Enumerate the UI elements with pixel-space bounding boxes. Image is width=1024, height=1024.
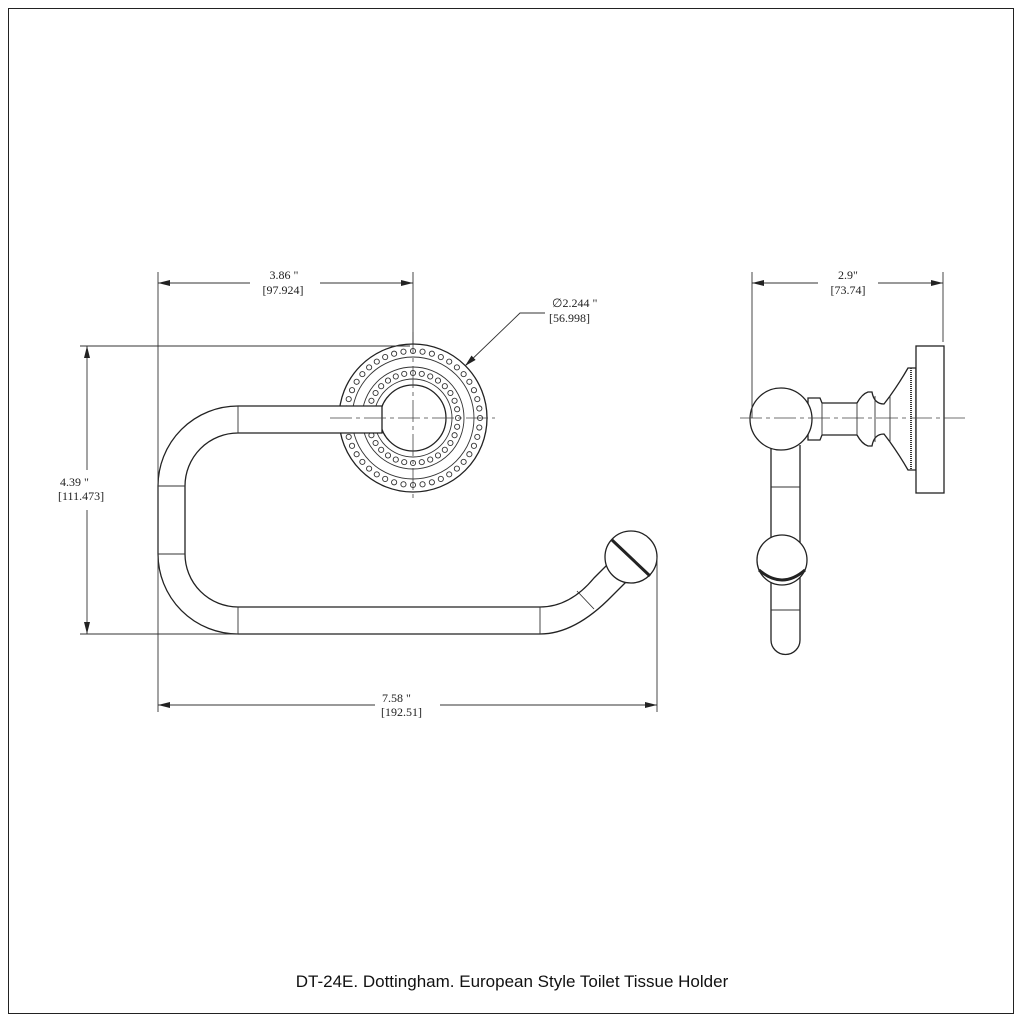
rosette-bead bbox=[434, 377, 442, 384]
rosette-bead bbox=[384, 377, 392, 384]
rosette-bead bbox=[446, 358, 453, 365]
dim-projection-in: 2.9" bbox=[838, 268, 858, 282]
rosette-bead bbox=[447, 439, 454, 447]
rosette-bead bbox=[418, 459, 425, 466]
rosette-bead bbox=[470, 442, 477, 449]
side-knob bbox=[756, 534, 808, 586]
dim-width-to-center-in: 3.86 " bbox=[270, 268, 299, 282]
dim-width-to-center-mm: [97.924] bbox=[263, 283, 304, 297]
dimensions: 3.86 " [97.924] ∅2.244 " [56.998] 4.39 "… bbox=[58, 268, 944, 719]
drawing-caption: DT-24E. Dottingham. European Style Toile… bbox=[295, 972, 729, 991]
rosette-bead bbox=[466, 378, 473, 385]
rosette-bead bbox=[349, 387, 356, 394]
rosette-bead bbox=[460, 458, 467, 465]
rosette-bead bbox=[447, 389, 454, 397]
rosette-bead bbox=[454, 423, 461, 430]
dim-height-in: 4.39 " bbox=[60, 475, 89, 489]
rosette-bead bbox=[441, 383, 448, 390]
rosette-bead bbox=[401, 459, 408, 466]
rosette-bead bbox=[446, 471, 453, 478]
rosette-bead bbox=[345, 396, 352, 403]
rosette-bead bbox=[460, 371, 467, 378]
rosette-bead bbox=[378, 446, 385, 453]
rosette-bead bbox=[378, 383, 385, 390]
rosette-bead bbox=[419, 481, 426, 488]
rosette-bead bbox=[353, 451, 360, 458]
rosette-bead bbox=[345, 433, 352, 440]
drawing-border bbox=[8, 8, 1014, 1014]
rosette-bead bbox=[391, 479, 398, 486]
side-ball bbox=[749, 387, 813, 451]
rosette-bead bbox=[428, 350, 435, 357]
rosette-bead bbox=[466, 451, 473, 458]
rosette-bead bbox=[366, 364, 373, 371]
dim-height-mm: [111.473] bbox=[58, 489, 104, 503]
rosette-bead bbox=[428, 479, 435, 486]
rosette-bead bbox=[427, 456, 434, 463]
rosette-bead bbox=[437, 475, 444, 482]
rosette-bead bbox=[359, 371, 366, 378]
front-view bbox=[157, 332, 658, 635]
rosette-bead bbox=[366, 465, 373, 472]
rosette-bead bbox=[392, 456, 399, 463]
rosette-bead bbox=[392, 373, 399, 380]
rosette-bead bbox=[349, 442, 356, 449]
rosette-bead bbox=[476, 424, 483, 431]
rosette-bead bbox=[474, 396, 481, 403]
holder-arm bbox=[157, 405, 633, 635]
rosette-bead bbox=[451, 432, 458, 439]
rosette-bead bbox=[400, 481, 407, 488]
rosette-bead bbox=[441, 446, 448, 453]
dim-overall-width-in: 7.58 " bbox=[382, 691, 411, 705]
rosette-bead bbox=[437, 354, 444, 361]
side-mounting-plate bbox=[915, 345, 945, 494]
rosette-bead bbox=[401, 370, 408, 377]
rosette-bead bbox=[372, 389, 379, 397]
dim-rosette-diameter-in: ∅2.244 " bbox=[552, 296, 597, 310]
rosette-bead bbox=[368, 397, 375, 404]
dim-rosette-diameter-mm: [56.998] bbox=[549, 311, 590, 325]
rosette-bead bbox=[476, 405, 483, 412]
rosette-bead bbox=[373, 471, 380, 478]
rosette-bead bbox=[454, 406, 461, 413]
rosette-bead bbox=[418, 370, 425, 377]
rosette-bead bbox=[451, 397, 458, 404]
side-view bbox=[740, 345, 965, 656]
rosette-bead bbox=[427, 373, 434, 380]
side-post bbox=[770, 445, 801, 656]
rosette-bead bbox=[434, 452, 442, 459]
rosette-bead bbox=[372, 439, 379, 447]
rosette-bead bbox=[382, 354, 389, 361]
rosette-bead bbox=[382, 475, 389, 482]
rosette-bead bbox=[373, 358, 380, 365]
rosette-bead bbox=[391, 350, 398, 357]
rosette-bead bbox=[453, 465, 460, 472]
rosette-bead bbox=[453, 364, 460, 371]
dim-projection-mm: [73.74] bbox=[831, 283, 866, 297]
rosette-bead bbox=[470, 387, 477, 394]
rosette-bead bbox=[474, 433, 481, 440]
rosette-bead bbox=[400, 348, 407, 355]
rosette-bead bbox=[384, 452, 392, 459]
rosette-bead bbox=[419, 348, 426, 355]
rosette-bead bbox=[359, 458, 366, 465]
side-neck bbox=[807, 367, 917, 471]
dim-overall-width-mm: [192.51] bbox=[381, 705, 422, 719]
rosette-bead bbox=[353, 378, 360, 385]
